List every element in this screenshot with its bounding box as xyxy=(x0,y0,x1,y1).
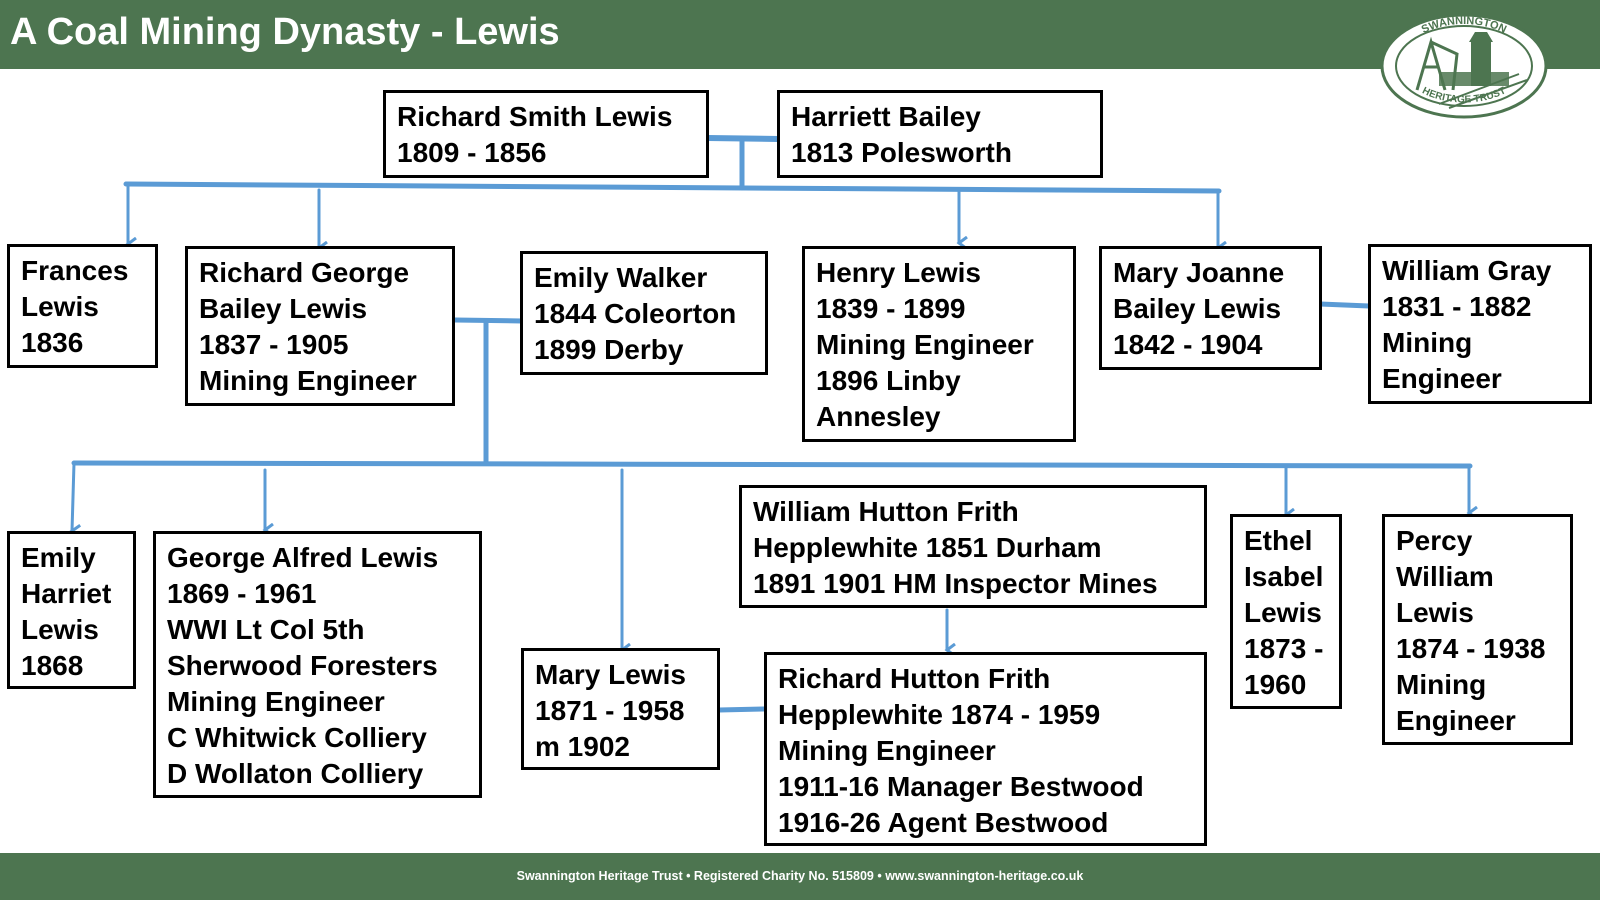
person-details: D Wollaton Colliery xyxy=(167,758,424,789)
person-details: 1899 Derby xyxy=(534,334,684,365)
person-occupation: Engineer xyxy=(1382,363,1502,394)
page-title: A Coal Mining Dynasty - Lewis xyxy=(10,11,560,53)
person-name: Isabel xyxy=(1244,561,1324,592)
person-name: Ethel xyxy=(1244,525,1313,556)
person-box-richard-smith-lewis: Richard Smith Lewis 1809 - 1856 xyxy=(383,90,709,178)
person-dates: 1839 - 1899 xyxy=(816,293,966,324)
person-name: Mary Joanne xyxy=(1113,257,1285,288)
person-occupation: Mining xyxy=(1382,327,1473,358)
person-dates: 1874 - 1938 xyxy=(1396,633,1546,664)
person-name: Lewis xyxy=(21,291,99,322)
person-name: Lewis xyxy=(21,614,99,645)
person-name: Emily Walker xyxy=(534,262,708,293)
person-box-henry-lewis: Henry Lewis 1839 - 1899 Mining Engineer … xyxy=(802,246,1076,442)
person-dates: 1869 - 1961 xyxy=(167,578,317,609)
person-name: Emily xyxy=(21,542,96,573)
person-box-mary-joanne-bailey-lewis: Mary Joanne Bailey Lewis 1842 - 1904 xyxy=(1099,246,1322,370)
person-box-emily-walker: Emily Walker 1844 Coleorton 1899 Derby xyxy=(520,251,768,375)
person-box-harriett-bailey: Harriett Bailey 1813 Polesworth xyxy=(777,90,1103,178)
person-details: 1911-16 Manager Bestwood xyxy=(778,771,1144,802)
person-details: C Whitwick Colliery xyxy=(167,722,427,753)
person-box-william-hutton-frith-hepplewhite: William Hutton Frith Hepplewhite 1851 Du… xyxy=(739,485,1207,608)
person-occupation: Mining Engineer xyxy=(167,686,385,717)
person-details: 1813 Polesworth xyxy=(791,137,1012,168)
person-dates: 1871 - 1958 xyxy=(535,695,685,726)
person-occupation: Mining Engineer xyxy=(816,329,1034,360)
person-occupation: Mining Engineer xyxy=(199,365,417,396)
person-details: Sherwood Foresters xyxy=(167,650,438,681)
person-box-george-alfred-lewis: George Alfred Lewis 1869 - 1961 WWI Lt C… xyxy=(153,531,482,798)
person-name: Richard Smith Lewis xyxy=(397,101,673,132)
person-dates: 1842 - 1904 xyxy=(1113,329,1263,360)
person-name: William Hutton Frith xyxy=(753,496,1019,527)
person-occupation: Mining xyxy=(1396,669,1487,700)
person-details: Annesley xyxy=(816,401,941,432)
person-name: William Gray xyxy=(1382,255,1552,286)
person-name: Bailey Lewis xyxy=(1113,293,1282,324)
person-occupation: Mining Engineer xyxy=(778,735,996,766)
person-details: 1891 1901 HM Inspector Mines xyxy=(753,568,1158,599)
person-name: Frances xyxy=(21,255,129,286)
person-box-frances-lewis: Frances Lewis 1836 xyxy=(7,244,158,368)
person-name: Bailey Lewis xyxy=(199,293,368,324)
person-box-richard-george-bailey-lewis: Richard George Bailey Lewis 1837 - 1905 … xyxy=(185,246,455,406)
person-dates: 1836 xyxy=(21,327,84,358)
person-name: Richard Hutton Frith xyxy=(778,663,1051,694)
person-box-emily-harriet-lewis: Emily Harriet Lewis 1868 xyxy=(7,531,136,689)
person-name: Hepplewhite 1874 - 1959 xyxy=(778,699,1101,730)
person-name: Hepplewhite 1851 Durham xyxy=(753,532,1102,563)
footer-text: Swannington Heritage Trust • Registered … xyxy=(516,869,1084,883)
person-occupation: Engineer xyxy=(1396,705,1516,736)
person-details: 1916-26 Agent Bestwood xyxy=(778,807,1109,838)
person-box-mary-lewis: Mary Lewis 1871 - 1958 m 1902 xyxy=(521,648,720,770)
person-details: WWI Lt Col 5th xyxy=(167,614,365,645)
person-details: 1844 Coleorton xyxy=(534,298,737,329)
person-name: William xyxy=(1396,561,1494,592)
person-dates: 1960 xyxy=(1244,669,1307,700)
person-name: Henry Lewis xyxy=(816,257,981,288)
person-dates: 1873 - xyxy=(1244,633,1324,664)
person-name: George Alfred Lewis xyxy=(167,542,439,573)
person-details: 1896 Linby xyxy=(816,365,961,396)
person-name: Richard George xyxy=(199,257,410,288)
person-dates: 1831 - 1882 xyxy=(1382,291,1532,322)
person-box-william-gray: William Gray 1831 - 1882 Mining Engineer xyxy=(1368,244,1592,404)
person-box-percy-william-lewis: Percy William Lewis 1874 - 1938 Mining E… xyxy=(1382,514,1573,745)
person-dates: 1868 xyxy=(21,650,84,681)
footer-bar: Swannington Heritage Trust • Registered … xyxy=(0,853,1600,900)
person-name: Mary Lewis xyxy=(535,659,686,690)
person-name: Lewis xyxy=(1396,597,1474,628)
swannington-heritage-trust-logo-icon: SWANNINGTON HERITAGE TRUST xyxy=(1380,13,1548,119)
person-name: Harriet xyxy=(21,578,112,609)
person-dates: 1837 - 1905 xyxy=(199,329,349,360)
title-bar: A Coal Mining Dynasty - Lewis xyxy=(0,0,1600,69)
person-details: m 1902 xyxy=(535,731,630,762)
person-name: Percy xyxy=(1396,525,1473,556)
person-name: Harriett Bailey xyxy=(791,101,981,132)
person-dates: 1809 - 1856 xyxy=(397,137,547,168)
person-name: Lewis xyxy=(1244,597,1322,628)
person-box-richard-hutton-frith-hepplewhite: Richard Hutton Frith Hepplewhite 1874 - … xyxy=(764,652,1207,846)
person-box-ethel-isabel-lewis: Ethel Isabel Lewis 1873 - 1960 xyxy=(1230,514,1342,709)
